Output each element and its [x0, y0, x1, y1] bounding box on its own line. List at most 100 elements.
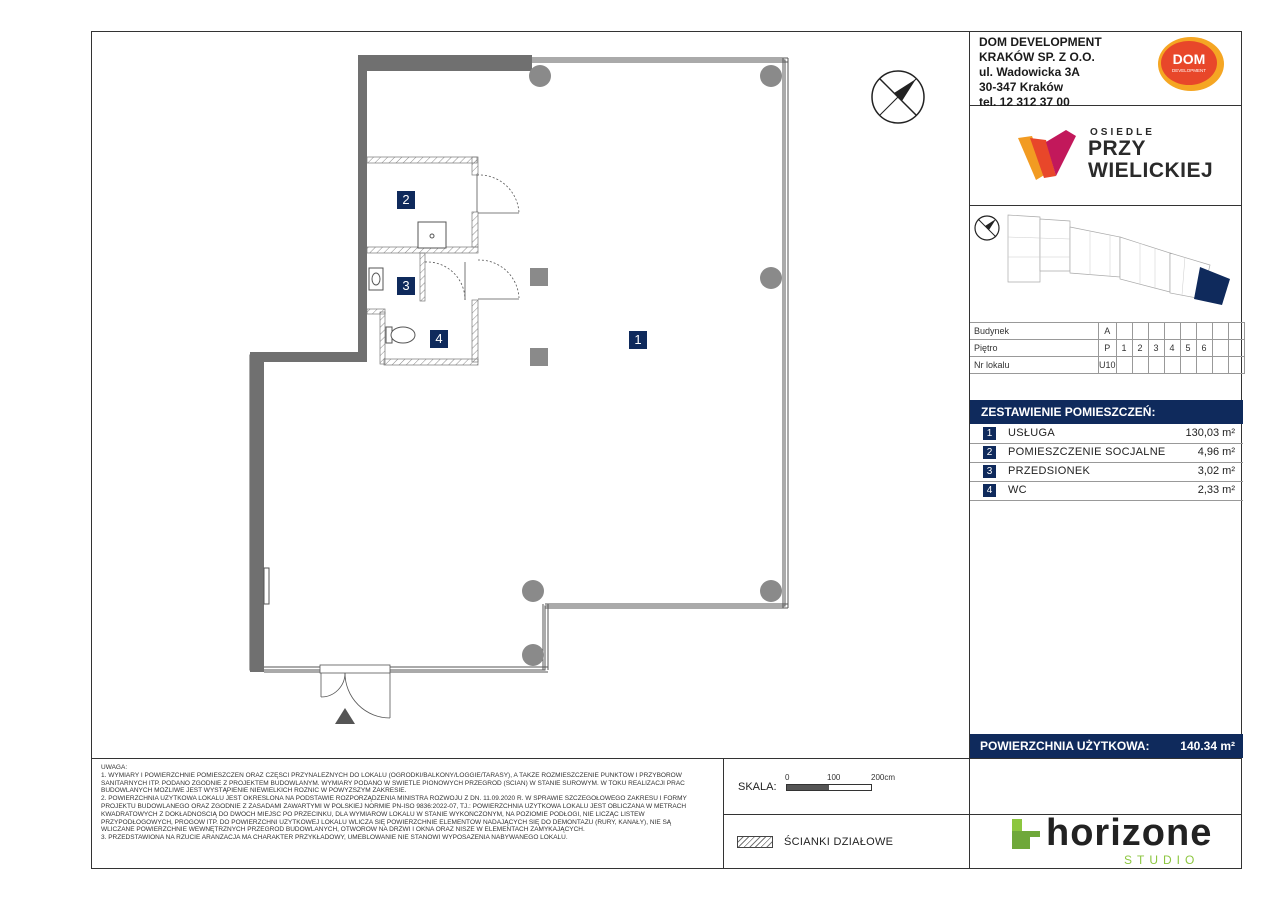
floor-p: P [1098, 339, 1117, 357]
scale-tick-200: 200cm [871, 773, 896, 782]
building-label: Budynek [970, 322, 1099, 340]
floor-1: 1 [1115, 339, 1133, 357]
scale-bar [786, 784, 872, 791]
columns [522, 65, 782, 666]
unit-value: U10 [1098, 356, 1117, 374]
room-label-1: 1 [629, 331, 647, 349]
site-key-plan [974, 214, 1230, 305]
floor-5: 5 [1179, 339, 1197, 357]
dom-logo-subtext: DEVELOPMENT [1172, 68, 1206, 73]
horizone-wordmark: horizone [1046, 812, 1213, 854]
notes-line: KWADRATOWYCH Z DOKŁADNOŚCIĄ DO DWÓCH MIE… [101, 810, 645, 818]
company-city: 30-347 Kraków [979, 80, 1064, 94]
sink [368, 267, 384, 291]
unit-info-table: Budynek A Piętro P 1 2 3 4 5 6 Nr lokalu… [970, 322, 1245, 374]
horizone-studio: STUDIO [1124, 853, 1200, 867]
room-number: 1 [983, 427, 996, 440]
notes-line: BUDOWLANYCH MOŻLIWE JEST WYSTĄPIENIE NIE… [101, 787, 407, 795]
przy-wielickiej-logo-mark [1018, 130, 1076, 180]
company-address: DOM DEVELOPMENT KRAKÓW SP. Z O.O. ul. Wa… [979, 35, 1102, 110]
partition-legend-label: ŚCIANKI DZIAŁOWE [784, 836, 894, 848]
wall-mid-step [250, 352, 367, 362]
footer-divider [91, 758, 1242, 759]
notes-line: 3. PRZEDSTAWIONA NA RZUCIE ARANŻACJA MA … [101, 834, 568, 842]
logo-przy: PRZY [1088, 137, 1147, 160]
notes-line: WLICZANE POWIERZCHNIE WEWNĘTRZNYCH PRZEG… [101, 826, 585, 834]
scale-divider [723, 814, 969, 815]
room-label-2: 2 [397, 191, 415, 209]
company-phone: tel. 12 312 37 00 [979, 95, 1070, 109]
floor-6: 6 [1195, 339, 1213, 357]
company-street: ul. Wadowicka 3A [979, 65, 1080, 79]
compass-icon [871, 70, 925, 124]
floor-3: 3 [1147, 339, 1165, 357]
partition-hatch-swatch [737, 836, 773, 848]
wall-left-upper [358, 55, 367, 355]
room-label-3: 3 [397, 277, 415, 295]
keyplan-highlight [1194, 267, 1230, 305]
room-row: 2 POMIESZCZENIE SOCJALNE 4,96 m² [970, 443, 1243, 463]
total-area-label: POWIERZCHNIA UŻYTKOWA: [980, 739, 1150, 753]
notes-divider [723, 758, 724, 869]
room-number: 3 [983, 465, 996, 478]
room-name: POMIESZCZENIE SOCJALNE [1008, 446, 1166, 458]
room-label-4: 4 [430, 330, 448, 348]
total-area-value: 140.34 m² [1180, 739, 1235, 753]
unit-label: Nr lokalu [970, 356, 1099, 374]
company-divider [969, 105, 1242, 106]
dom-development-logo: DOM DEVELOPMENT [1158, 37, 1224, 91]
room-area: 2,33 m² [1197, 484, 1235, 496]
room-name: USŁUGA [1008, 427, 1056, 439]
sidebar-divider [969, 31, 970, 869]
partitions [366, 156, 479, 366]
room-name: WC [1008, 484, 1027, 496]
room-number: 4 [983, 484, 996, 497]
notes-line: UWAGA: [101, 764, 128, 771]
notes-line: SANITARNYCH ITP. PODANO ZGODNIE Z PROJEK… [101, 779, 685, 787]
scale-tick-100: 100 [827, 773, 841, 782]
entrance-door [319, 664, 391, 719]
logo-osiedle: OSIEDLE [1090, 127, 1155, 138]
shower-tray [417, 221, 447, 249]
notes-line: 1. WYMIARY I POWIERZCHNIE POMIESZCZEŃ OR… [101, 771, 682, 779]
logo-divider [969, 205, 1242, 206]
floor-plan [249, 55, 925, 724]
entrance-arrow-icon [335, 708, 355, 724]
window-walls [264, 57, 789, 673]
room-row: 3 PRZEDSIONEK 3,02 m² [970, 462, 1243, 482]
company-branch: KRAKÓW SP. Z O.O. [979, 50, 1095, 64]
room-area: 130,03 m² [1185, 427, 1235, 439]
room-name: PRZEDSIONEK [1008, 465, 1091, 477]
rooms-title: ZESTAWIENIE POMIESZCZEŃ: [970, 400, 1243, 424]
logo-wielickiej: WIELICKIEJ [1088, 159, 1214, 182]
room-row: 4 WC 2,33 m² [970, 481, 1243, 501]
left-window [263, 567, 270, 605]
notes: UWAGA: 1. WYMIARY I POWIERZCHNIE POMIESZ… [101, 764, 713, 842]
unit-outline [249, 59, 786, 671]
notes-line: PRZYPODŁOGOWYCH, PROGÓW ITP. DO POWIERZC… [101, 818, 672, 826]
door-swings [424, 174, 520, 301]
room-number: 2 [983, 446, 996, 459]
room-row: 1 USŁUGA 130,03 m² [970, 424, 1243, 444]
notes-line: PROJEKTU BUDOWLANEGO ORAZ ZGODNIE Z ZASA… [101, 802, 687, 810]
wall-left-lower [250, 352, 264, 672]
scale-label: SKALA: [738, 781, 777, 793]
studio-divider [969, 814, 1242, 815]
sheet-frame [91, 31, 1242, 869]
floor-2: 2 [1131, 339, 1149, 357]
notes-line: 2. POWIERZCHNIA UŻYTKOWA LOKALU JEST OKR… [101, 795, 687, 803]
keyplan-compass-icon [974, 215, 1000, 241]
floor-label: Piętro [970, 339, 1099, 357]
room-area: 3,02 m² [1197, 465, 1235, 477]
wall-top [358, 55, 532, 71]
toilet [385, 326, 416, 344]
total-area-bar: POWIERZCHNIA UŻYTKOWA: 140.34 m² [970, 734, 1243, 758]
floor-4: 4 [1163, 339, 1181, 357]
company-name: DOM DEVELOPMENT [979, 35, 1102, 49]
dom-logo-text: DOM [1173, 51, 1206, 67]
logo-przy-wielickiej: PRZY WIELICKIEJ [1088, 138, 1213, 182]
horizone-logo-mark [1012, 819, 1040, 849]
scale-tick-0: 0 [785, 773, 790, 782]
building-value: A [1098, 322, 1117, 340]
room-area: 4,96 m² [1197, 446, 1235, 458]
